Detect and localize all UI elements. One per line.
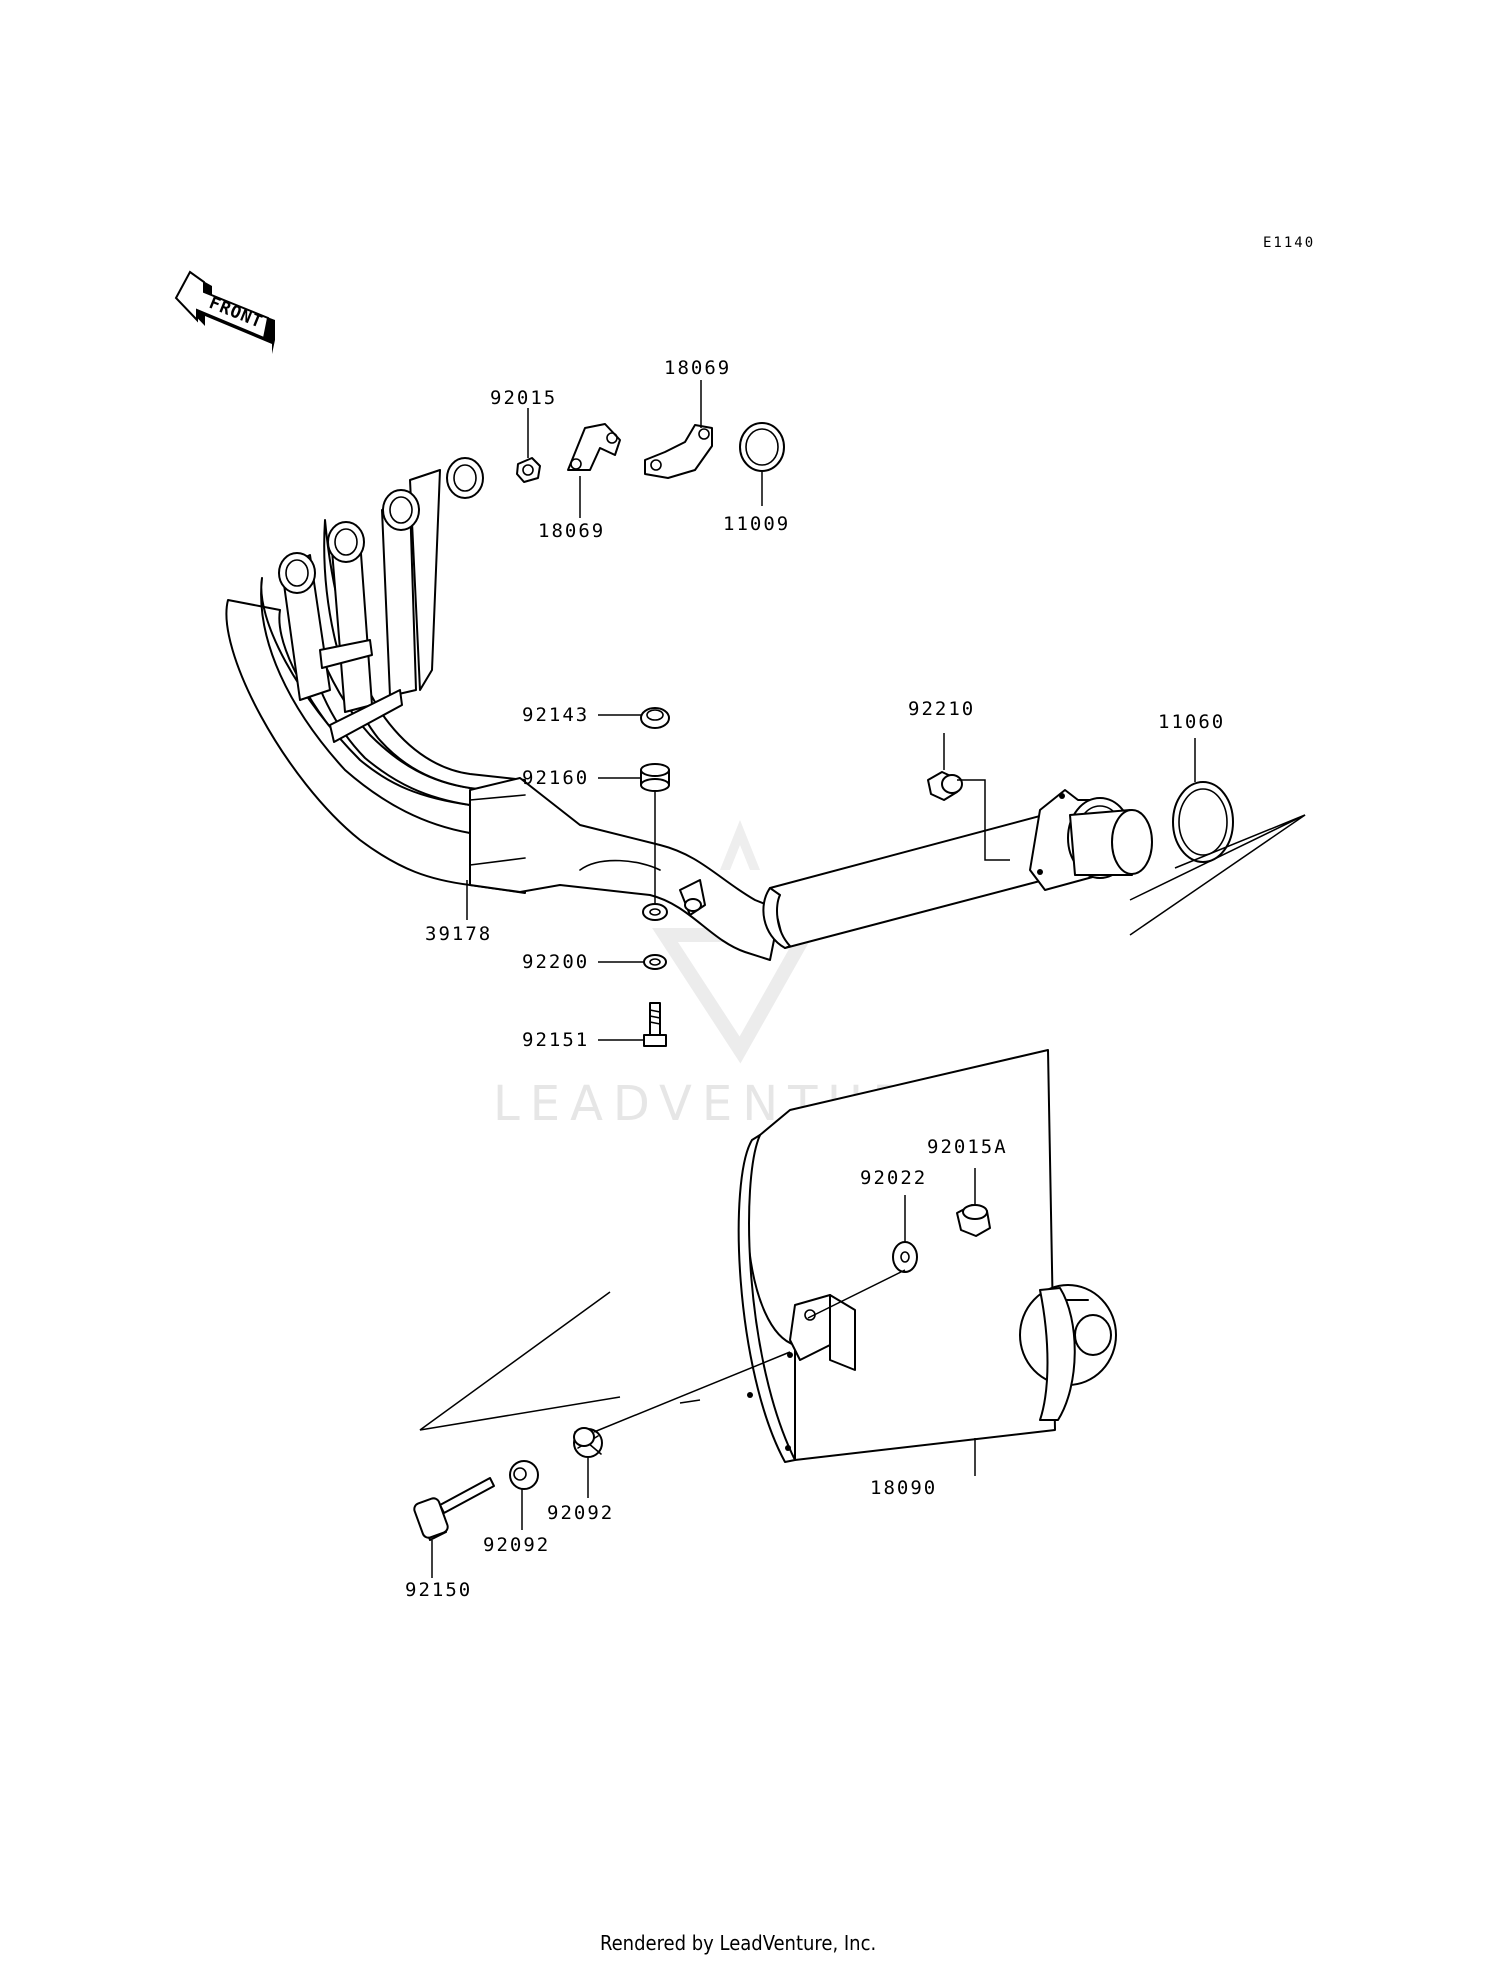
callout-18069: 18069 <box>664 357 731 379</box>
exhaust-header-pipe-39178 <box>225 457 781 961</box>
diagram-code: E1140 <box>1263 235 1315 251</box>
holder-18069-right <box>644 424 713 479</box>
callout-92143: 92143 <box>522 704 589 726</box>
holder-18069-left <box>567 423 621 471</box>
nut-92015 <box>516 457 541 483</box>
callout-92210: 92210 <box>908 698 975 720</box>
gasket-11009 <box>739 422 785 472</box>
damper-92160 <box>640 763 670 792</box>
callout-18069: 18069 <box>538 520 605 542</box>
callout-92022: 92022 <box>860 1167 927 1189</box>
bolt-92150 <box>413 1477 495 1541</box>
nut-92015A <box>956 1204 991 1237</box>
collar-92143 <box>640 707 670 729</box>
damper-92092-right <box>573 1427 603 1458</box>
leader-lines <box>419 380 1306 1578</box>
damper-92092-left <box>509 1460 539 1490</box>
callout-92015A: 92015A <box>927 1136 1008 1158</box>
callout-92015: 92015 <box>490 387 557 409</box>
callout-92200: 92200 <box>522 951 589 973</box>
callout-92092: 92092 <box>483 1534 550 1556</box>
washer-92200 <box>643 954 667 970</box>
watermark-v-logo <box>652 928 817 1064</box>
callout-11060: 11060 <box>1158 711 1225 733</box>
muffler-18090 <box>737 1049 1117 1463</box>
washer-92022 <box>892 1241 918 1273</box>
footer-credit: Rendered by LeadVenture, Inc. <box>600 1931 876 1955</box>
nut-92210 <box>927 771 963 801</box>
callout-18090: 18090 <box>870 1477 937 1499</box>
bolt-92151 <box>643 1002 667 1047</box>
watermark-flame-icon <box>720 820 760 870</box>
callout-92160: 92160 <box>522 767 589 789</box>
washer-92200-top <box>642 903 668 921</box>
callout-92150: 92150 <box>405 1579 472 1601</box>
callout-92151: 92151 <box>522 1029 589 1051</box>
callout-labels: 92015 18069 18069 11009 92143 92160 9221… <box>405 357 1225 1601</box>
callout-92092: 92092 <box>547 1502 614 1524</box>
exhaust-mid-pipe <box>762 789 1153 949</box>
callout-11009: 11009 <box>723 513 790 535</box>
front-arrow-icon: FRONT <box>174 270 275 354</box>
callout-39178: 39178 <box>425 923 492 945</box>
gasket-11060 <box>1172 781 1234 863</box>
